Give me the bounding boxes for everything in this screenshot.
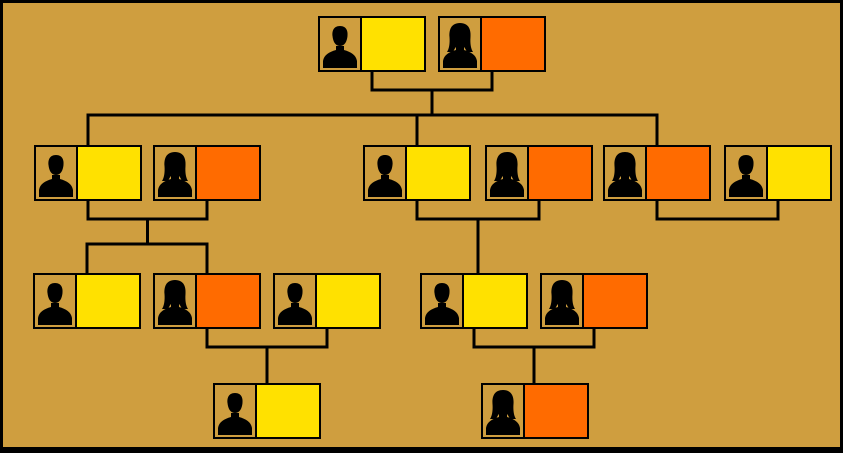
male-silhouette-icon: [425, 283, 459, 325]
name-box: [645, 145, 711, 201]
name-box: [195, 145, 261, 201]
female-silhouette-icon: [490, 152, 524, 197]
male-person-card[interactable]: [33, 273, 141, 329]
male-silhouette-icon: [368, 155, 402, 197]
male-person-card[interactable]: [318, 16, 426, 72]
couple-connector: [415, 198, 541, 221]
female-person-card[interactable]: [485, 145, 593, 201]
male-person-card[interactable]: [420, 273, 528, 329]
name-box: [582, 273, 648, 329]
male-person-card[interactable]: [34, 145, 142, 201]
name-box: [75, 273, 141, 329]
female-silhouette-icon: [486, 390, 520, 435]
name-box: [480, 16, 546, 72]
male-person-card[interactable]: [363, 145, 471, 201]
name-box: [405, 145, 471, 201]
couple-connector: [655, 198, 780, 221]
name-box: [766, 145, 832, 201]
male-silhouette-icon: [39, 155, 73, 197]
male-silhouette-icon: [323, 26, 357, 68]
connector-lines: [85, 69, 780, 386]
male-person-card[interactable]: [213, 383, 321, 439]
male-person-card[interactable]: [273, 273, 381, 329]
name-box: [76, 145, 142, 201]
female-silhouette-icon: [158, 280, 192, 325]
name-box: [527, 145, 593, 201]
female-silhouette-icon: [443, 23, 477, 68]
male-silhouette-icon: [218, 393, 252, 435]
male-silhouette-icon: [729, 155, 763, 197]
couple-connector: [370, 69, 494, 92]
couple-connector: [205, 326, 329, 349]
female-person-card[interactable]: [481, 383, 589, 439]
female-person-card[interactable]: [153, 145, 261, 201]
female-person-card[interactable]: [603, 145, 711, 201]
female-person-card[interactable]: [540, 273, 648, 329]
name-box: [255, 383, 321, 439]
name-box: [360, 16, 426, 72]
family-tree-diagram: [33, 16, 832, 439]
couple-connector: [472, 326, 596, 349]
descent-line: [86, 88, 659, 117]
female-person-card[interactable]: [438, 16, 546, 72]
name-box: [195, 273, 261, 329]
descent-line: [85, 217, 209, 246]
male-silhouette-icon: [38, 283, 72, 325]
name-box: [315, 273, 381, 329]
female-person-card[interactable]: [153, 273, 261, 329]
couple-connector: [86, 198, 209, 221]
female-silhouette-icon: [608, 152, 642, 197]
name-box: [523, 383, 589, 439]
person-cards: [33, 16, 832, 439]
male-silhouette-icon: [278, 283, 312, 325]
female-silhouette-icon: [158, 152, 192, 197]
name-box: [462, 273, 528, 329]
female-silhouette-icon: [545, 280, 579, 325]
male-person-card[interactable]: [724, 145, 832, 201]
